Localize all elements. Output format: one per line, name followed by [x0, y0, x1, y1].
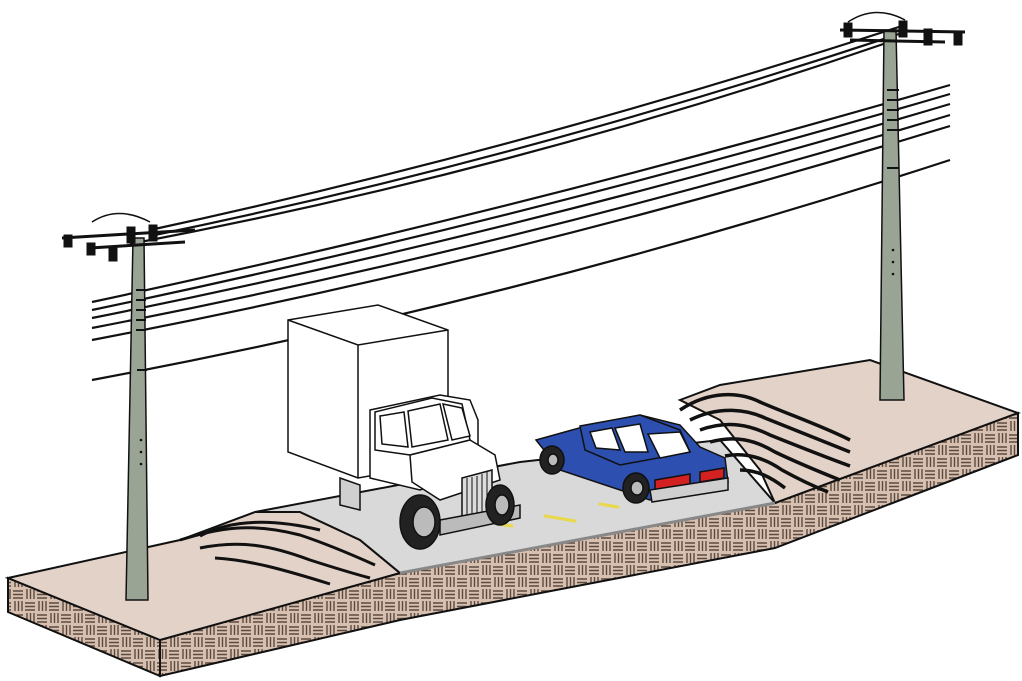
power-lines [92, 25, 950, 380]
utility-pole-icon [840, 12, 965, 400]
